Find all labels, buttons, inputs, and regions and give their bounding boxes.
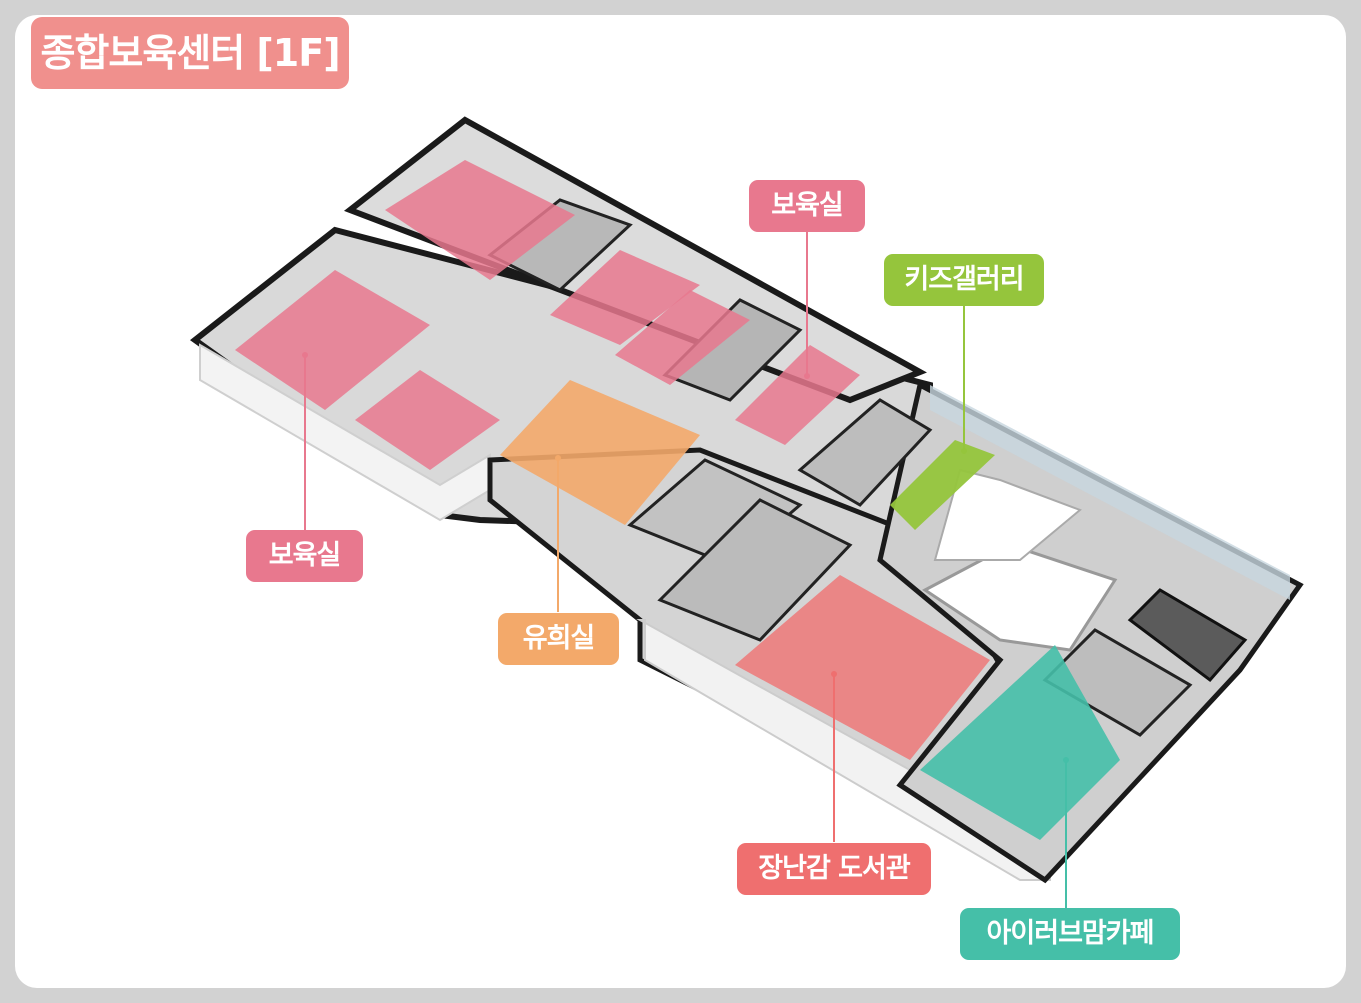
label-childcare-left[interactable]: 보육실 <box>246 530 363 582</box>
map-title: 종합보육센터 [1F] <box>31 17 349 89</box>
room-cafe <box>920 645 1120 840</box>
service-room-6 <box>1042 628 1193 737</box>
room-toy-library <box>735 575 990 760</box>
leader-dot-playroom <box>555 455 561 461</box>
label-cafe[interactable]: 아이러브맘카페 <box>960 908 1180 960</box>
service-room-3 <box>797 398 933 507</box>
label-childcare-top[interactable]: 보육실 <box>749 180 865 232</box>
leader-dot-childcare-top <box>804 373 810 379</box>
room-childcare-4 <box>550 250 700 345</box>
room-childcare-5 <box>615 290 750 385</box>
room-childcare-2 <box>235 270 430 410</box>
leader-dot-toy-library <box>831 671 837 677</box>
room-childcare-3 <box>355 370 500 470</box>
label-playroom[interactable]: 유희실 <box>498 613 619 665</box>
balcony-glass-right <box>930 385 1290 600</box>
label-kids-gallery[interactable]: 키즈갤러리 <box>884 254 1044 306</box>
room-kids-gallery <box>890 440 995 530</box>
leader-dot-childcare-left <box>302 352 308 358</box>
atrium-void <box>933 468 1082 561</box>
leader-dot-kids-gallery <box>961 448 967 454</box>
room-childcare-1 <box>385 160 575 280</box>
room-childcare-6 <box>735 345 860 445</box>
leader-dot-cafe <box>1063 757 1069 763</box>
stair-core <box>1127 588 1248 683</box>
label-toy-library[interactable]: 장난감 도서관 <box>737 843 931 895</box>
room-playroom <box>500 380 700 525</box>
service-room-5 <box>657 498 853 642</box>
